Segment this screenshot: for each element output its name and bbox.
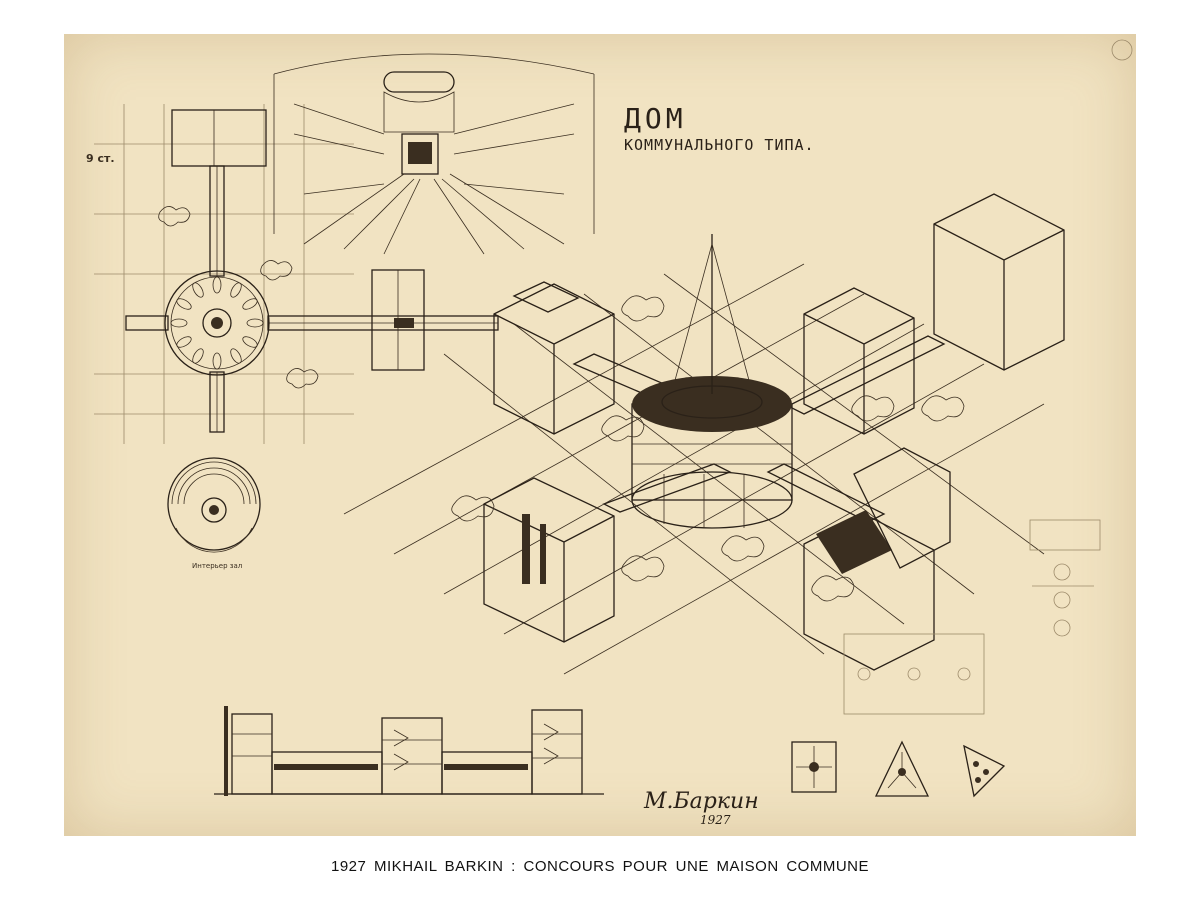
- auditorium-plan: Интерьер зал: [167, 457, 261, 570]
- floor-plan: 9 ст.: [86, 104, 499, 444]
- drawing-canvas: 9 ст. Интерьер зал: [86, 39, 1133, 827]
- signature-name: М.Баркин: [643, 789, 759, 814]
- interior-perspective: [273, 53, 595, 255]
- section-elevation: [214, 706, 604, 796]
- axonometric-view: [343, 193, 1065, 675]
- site-diagrams: [791, 740, 1006, 798]
- signature: М.Баркин 1927: [643, 789, 759, 827]
- stamp-mark: [1111, 39, 1133, 61]
- lobby-label: Интерьер зал: [192, 562, 242, 570]
- floor-mark: 9 ст.: [86, 152, 115, 165]
- signature-year: 1927: [700, 813, 731, 827]
- faint-sketches: [843, 519, 1101, 715]
- drawing-title: ДОМ КОММУНАЛЬНОГО ТИПА.: [624, 102, 815, 154]
- caption: 1927 MIKHAIL BARKIN : CONCOURS POUR UNE …: [330, 858, 870, 875]
- architectural-drawing: 9 ст. Интерьер зал: [64, 34, 1136, 836]
- title-line-2: КОММУНАЛЬНОГО ТИПА.: [624, 136, 815, 154]
- title-line-1: ДОМ: [624, 102, 687, 135]
